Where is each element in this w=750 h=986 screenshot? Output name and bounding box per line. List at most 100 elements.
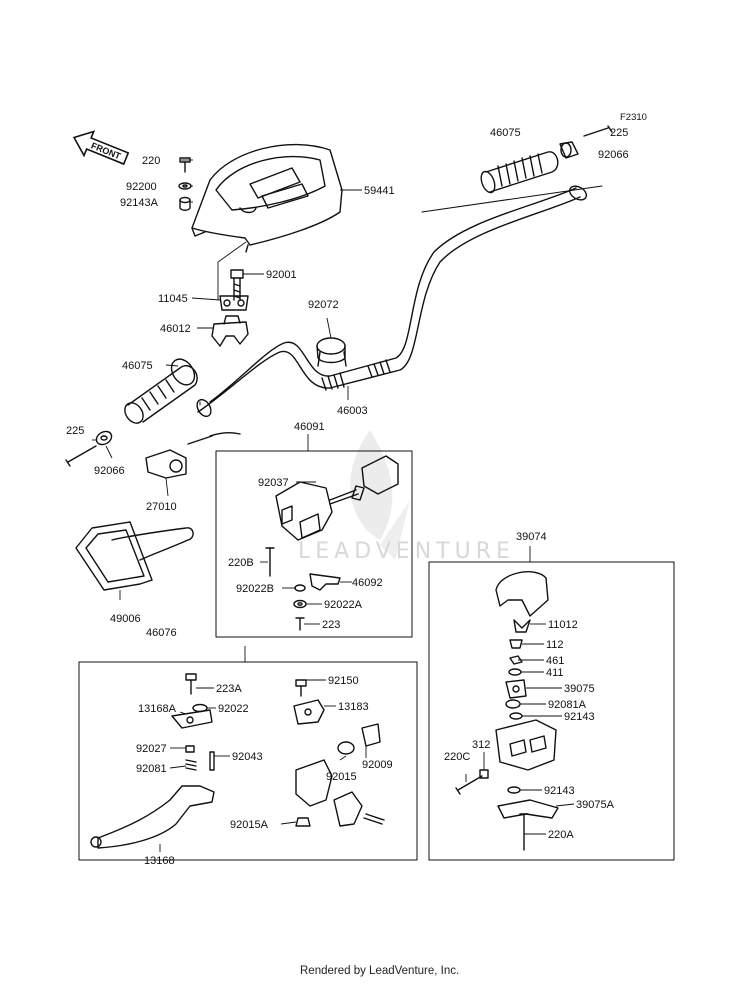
screw-112-part <box>509 639 523 649</box>
bushing-92027-part <box>185 745 195 753</box>
callout-92143a: 92143A <box>120 197 159 209</box>
callout-92027: 92027 <box>136 743 167 755</box>
lever-46092-part <box>309 573 341 591</box>
callout-11012: 11012 <box>548 619 578 631</box>
hand-guard-49006-part <box>75 521 194 591</box>
callout-49006: 49006 <box>110 613 141 625</box>
weight-92066-right-part <box>559 141 579 159</box>
box-46076 <box>78 661 418 861</box>
callout-92022a: 92022A <box>324 599 363 611</box>
reference-code: F2310 <box>620 112 647 123</box>
pin-92043-part <box>209 751 215 771</box>
callout-13168: 13168 <box>144 855 175 867</box>
lever-39075a-part <box>497 799 559 819</box>
callout-92022b: 92022B <box>236 583 274 595</box>
callout-112: 112 <box>546 639 564 651</box>
plate-39075-part <box>505 679 527 699</box>
handlebar-cover-part <box>191 143 343 253</box>
guide-line-right <box>421 185 603 213</box>
nut-92015a-part <box>295 817 311 827</box>
callout-46075-right: 46075 <box>490 127 521 139</box>
callout-92143-lower: 92143 <box>544 785 575 797</box>
callout-92009: 92009 <box>362 759 393 771</box>
throttle-case-27010-part <box>145 431 241 479</box>
housing-39074-part <box>495 719 557 771</box>
bracket-13168a-part <box>171 709 213 729</box>
callout-92037: 92037 <box>258 477 289 489</box>
callout-13183: 13183 <box>338 701 369 713</box>
bracket-11045-part <box>219 295 249 311</box>
callout-46003: 46003 <box>337 405 368 417</box>
callout-13168a: 13168A <box>138 703 177 715</box>
screw-92150-part <box>295 679 307 697</box>
callout-225-left: 225 <box>66 425 84 437</box>
callout-92015: 92015 <box>326 771 357 783</box>
callout-46075-left: 46075 <box>122 360 153 372</box>
callout-11045: 11045 <box>158 293 188 305</box>
bolt-225-left-part <box>65 445 97 467</box>
callout-223: 223 <box>322 619 340 631</box>
screw-223-part <box>295 617 305 631</box>
box-39074 <box>428 561 675 861</box>
callout-39074: 39074 <box>516 531 547 543</box>
callout-46091: 46091 <box>294 421 325 433</box>
clip-11012-part <box>513 619 531 633</box>
callout-59441: 59441 <box>364 185 395 197</box>
master-cylinder-part <box>295 759 363 827</box>
callout-92022: 92022 <box>218 703 249 715</box>
nut-92015-part <box>337 741 355 755</box>
leader-lines <box>92 159 575 852</box>
cover-39074-part <box>495 571 549 617</box>
callout-92200: 92200 <box>126 181 157 193</box>
nut-461-part <box>509 655 523 665</box>
screw-220a-part <box>519 813 529 851</box>
box-46091 <box>215 450 413 638</box>
watermark-text: LEADVENTURE <box>298 539 515 564</box>
screw-223a-part <box>185 673 197 695</box>
callout-92072: 92072 <box>308 299 339 311</box>
spring-92081-part <box>185 759 197 771</box>
left-grip-part <box>124 358 198 424</box>
screw-220-part <box>179 157 191 173</box>
callout-411: 411 <box>546 667 564 679</box>
nut-312-part <box>479 769 489 779</box>
callout-312: 312 <box>472 739 490 751</box>
callout-220a: 220A <box>548 829 574 841</box>
adjuster-92009-part <box>361 723 381 747</box>
callout-223a: 223A <box>216 683 242 695</box>
footer-credit: Rendered by LeadVenture, Inc. <box>300 965 459 977</box>
callout-92150: 92150 <box>328 675 359 687</box>
brake-lever-13168-part <box>90 785 215 849</box>
callout-92143-upper: 92143 <box>564 711 595 723</box>
bracket-13183-part <box>293 699 325 725</box>
callout-220b: 220B <box>228 557 254 569</box>
callout-92001: 92001 <box>266 269 297 281</box>
holder-46012-part <box>211 315 249 347</box>
callout-92015a: 92015A <box>230 819 269 831</box>
callout-46012: 46012 <box>160 323 191 335</box>
bolt-225-right-part <box>583 125 613 137</box>
handlebar-part <box>196 185 588 418</box>
callout-225-right: 225 <box>610 127 628 139</box>
bolt-lower-part <box>363 813 385 825</box>
callout-27010: 27010 <box>146 501 177 513</box>
callout-92066-left: 92066 <box>94 465 125 477</box>
callout-39075a: 39075A <box>576 799 615 811</box>
callout-461: 461 <box>546 655 564 667</box>
right-grip-part <box>480 151 559 194</box>
callout-46092: 46092 <box>352 577 383 589</box>
callout-labels: 220 92200 92143A 59441 92001 11045 46012… <box>66 112 647 977</box>
screw-220b-part <box>265 547 275 577</box>
switch-housing-46091-part <box>275 455 399 541</box>
callout-220c: 220C <box>444 751 470 763</box>
callout-220: 220 <box>142 155 160 167</box>
callout-39075: 39075 <box>564 683 595 695</box>
callout-92066-right: 92066 <box>598 149 629 161</box>
callout-46076: 46076 <box>146 627 177 639</box>
callout-92081a: 92081A <box>548 699 587 711</box>
callout-92043: 92043 <box>232 751 263 763</box>
collar-92143a-part <box>179 196 191 211</box>
weight-92066-left-part <box>95 430 113 446</box>
